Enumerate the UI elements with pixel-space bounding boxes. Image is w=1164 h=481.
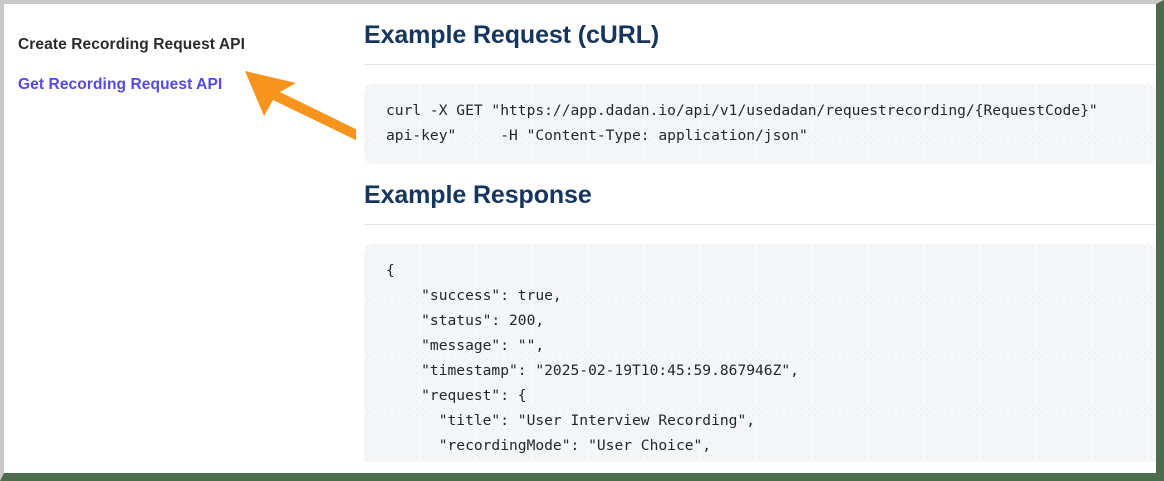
page-content: Create Recording Request API Get Recordi… — [4, 4, 1156, 473]
sidebar-item-get-recording-request-api[interactable]: Get Recording Request API — [18, 76, 223, 93]
main-content: Example Request (cURL) curl -X GET "http… — [356, 4, 1156, 473]
heading-example-response: Example Response — [364, 181, 592, 209]
code-line: "recordingMode": "User Choice", — [386, 437, 712, 454]
code-line: curl -X GET "https://app.dadan.io/api/v1… — [386, 102, 1098, 119]
heading-divider-response — [364, 224, 1156, 225]
heading-divider-request — [364, 64, 1156, 65]
code-line: api-key" -H "Content-Type: application/j… — [386, 127, 808, 144]
code-line: "status": 200, — [386, 312, 545, 329]
heading-example-request: Example Request (cURL) — [364, 21, 660, 49]
sidebar-item-create-recording-request-api[interactable]: Create Recording Request API — [18, 36, 246, 53]
code-line: "timestamp": "2025-02-19T10:45:59.867946… — [386, 362, 799, 379]
code-block-curl-request[interactable]: curl -X GET "https://app.dadan.io/api/v1… — [364, 84, 1156, 164]
code-line: { — [386, 262, 395, 279]
code-line: "title": "User Interview Recording", — [386, 412, 756, 429]
sidebar-nav: Create Recording Request API Get Recordi… — [4, 4, 356, 473]
code-line: "success": true, — [386, 287, 562, 304]
code-block-json-response[interactable]: { "success": true, "status": 200, "messa… — [364, 244, 1156, 462]
code-line: "message": "", — [386, 337, 545, 354]
code-line: "request": { — [386, 387, 527, 404]
